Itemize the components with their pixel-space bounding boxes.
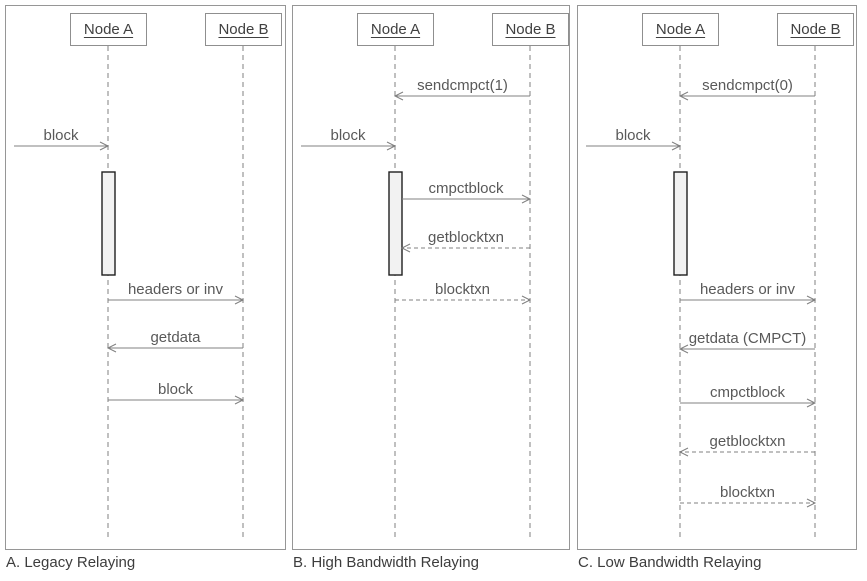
- message: block: [301, 127, 397, 151]
- node-box-b: Node B: [492, 13, 569, 46]
- activation-bar: [388, 171, 403, 276]
- message-label: getblocktxn: [710, 433, 786, 450]
- arrowhead-right-icon: [99, 141, 110, 151]
- arrowhead-right-icon: [806, 498, 817, 508]
- node-box-a: Node A: [642, 13, 719, 46]
- message-label: headers or inv: [700, 281, 796, 298]
- message-label: sendcmpct(1): [417, 77, 508, 94]
- message-label: getblocktxn: [428, 229, 504, 246]
- node-box-a: Node A: [357, 13, 434, 46]
- panel-drawing-layer: sendcmpct(0) block headers or inv getdata (…: [586, 46, 817, 540]
- arrowhead-left-icon: [393, 91, 404, 101]
- message-label: cmpctblock: [428, 180, 504, 197]
- arrowhead-left-icon: [678, 447, 689, 457]
- message: getblocktxn: [678, 433, 815, 457]
- node-box-a: Node A: [70, 13, 147, 46]
- message-label: block: [330, 127, 366, 144]
- node-box-b: Node B: [205, 13, 282, 46]
- message: getblocktxn: [400, 229, 530, 253]
- message: headers or inv: [680, 281, 817, 305]
- panel-drawing-layer: block headers or inv getdata block: [14, 46, 245, 540]
- sequence-panel-c: Node A Node B sendcmpct(0) block headers or …: [577, 5, 857, 550]
- panel-drawing-layer: sendcmpct(1) block cmpctblock getblocktxn bl…: [301, 46, 532, 540]
- message-label: getdata: [150, 329, 201, 346]
- arrowhead-right-icon: [806, 295, 817, 305]
- message: cmpctblock: [402, 180, 532, 204]
- arrowhead-right-icon: [234, 395, 245, 405]
- message-label: blocktxn: [435, 281, 490, 298]
- node-label-a: Node A: [655, 21, 706, 38]
- message: sendcmpct(0): [678, 77, 815, 101]
- sequence-panel-b: Node A Node B sendcmpct(1) block cmpctblock g…: [292, 5, 570, 550]
- message: getdata: [106, 329, 243, 353]
- arrowhead-right-icon: [521, 295, 532, 305]
- arrowhead-left-icon: [678, 344, 689, 354]
- activation-bar: [673, 171, 688, 276]
- node-box-b: Node B: [777, 13, 854, 46]
- arrowhead-right-icon: [386, 141, 397, 151]
- message: blocktxn: [680, 484, 817, 508]
- arrowhead-right-icon: [521, 194, 532, 204]
- activation-bar: [101, 171, 116, 276]
- panel-caption: B. High Bandwidth Relaying: [293, 554, 479, 571]
- node-label-b: Node B: [218, 21, 269, 38]
- arrowhead-left-icon: [678, 91, 689, 101]
- message-label: cmpctblock: [710, 384, 786, 401]
- arrowhead-right-icon: [234, 295, 245, 305]
- arrowhead-left-icon: [106, 343, 117, 353]
- panel-caption: C. Low Bandwidth Relaying: [578, 554, 762, 571]
- message: headers or inv: [108, 281, 245, 305]
- message: block: [14, 127, 110, 151]
- message-label: block: [158, 381, 194, 398]
- arrowhead-right-icon: [671, 141, 682, 151]
- message: block: [108, 381, 245, 405]
- panel-caption: A. Legacy Relaying: [6, 554, 136, 571]
- message-label: block: [615, 127, 651, 144]
- arrowhead-right-icon: [806, 398, 817, 408]
- message: block: [586, 127, 682, 151]
- message-label: block: [43, 127, 79, 144]
- node-label-b: Node B: [790, 21, 841, 38]
- message: getdata (CMPCT): [678, 330, 815, 354]
- message-label: getdata (CMPCT): [689, 330, 807, 347]
- arrowhead-left-icon: [400, 243, 411, 253]
- message-label: sendcmpct(0): [702, 77, 793, 94]
- message-label: blocktxn: [720, 484, 775, 501]
- message: cmpctblock: [680, 384, 817, 408]
- node-label-a: Node A: [83, 21, 134, 38]
- node-label-a: Node A: [370, 21, 421, 38]
- message: sendcmpct(1): [393, 77, 530, 101]
- message: blocktxn: [395, 281, 532, 305]
- message-label: headers or inv: [128, 281, 224, 298]
- node-label-b: Node B: [505, 21, 556, 38]
